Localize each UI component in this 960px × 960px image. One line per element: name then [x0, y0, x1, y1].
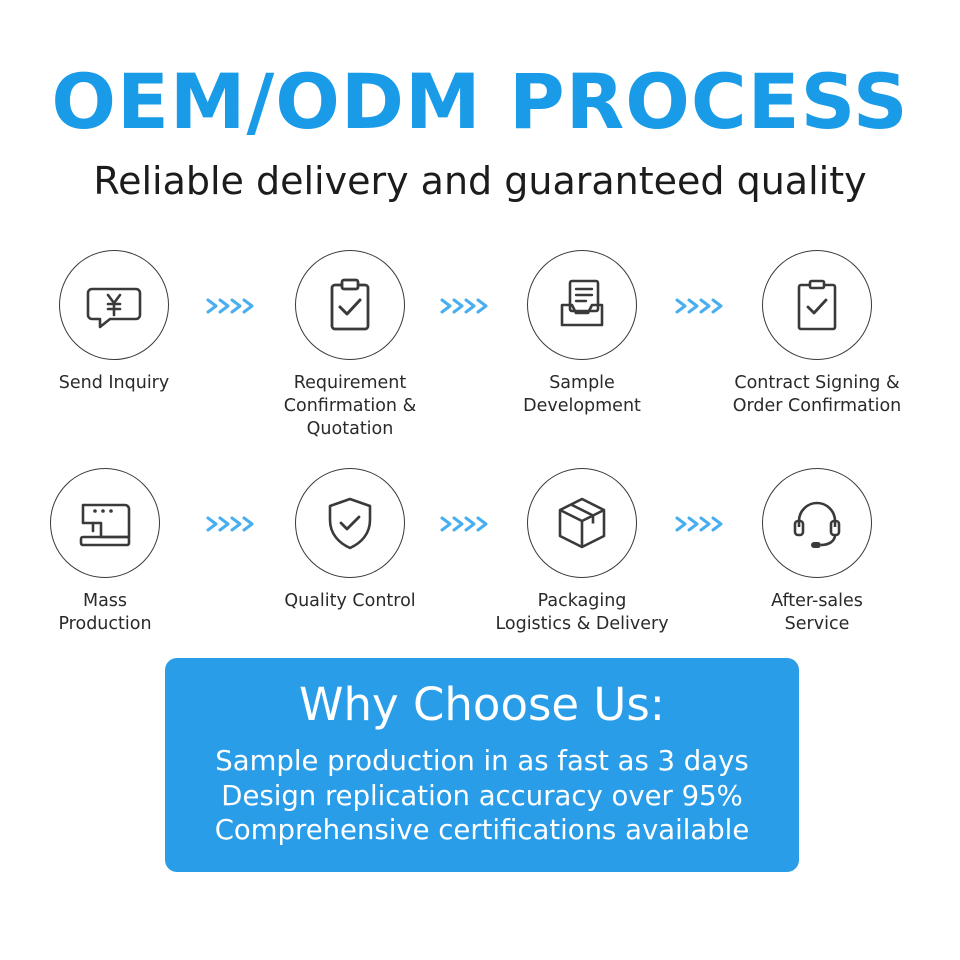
step-6-circle [295, 468, 405, 578]
arrow-6-7-icon [440, 516, 488, 532]
why-line-3: Comprehensive certifications available [214, 814, 750, 846]
step-7-label: Packaging Logistics & Delivery [495, 591, 669, 634]
step-1-circle [59, 250, 169, 360]
why-line-1: Sample production in as fast as 3 days [215, 745, 749, 777]
why-choose-us-title: Why Choose Us: [299, 678, 665, 731]
step-4-circle [762, 250, 872, 360]
step-3-circle [527, 250, 637, 360]
arrow-5-6-icon [206, 516, 254, 532]
package-box-icon [558, 497, 606, 549]
contract-check-icon [797, 279, 837, 331]
step-2-circle [295, 250, 405, 360]
arrow-2-3-icon [440, 298, 488, 314]
quote-chat-icon [86, 287, 142, 329]
step-1-label: Send Inquiry [58, 373, 170, 393]
headset-icon [793, 501, 841, 548]
step-8-label: After-sales Service [771, 591, 863, 634]
step-3-label: Sample Development [523, 373, 641, 416]
sewing-machine-icon [79, 503, 131, 547]
arrow-7-8-icon [675, 516, 723, 532]
step-8-circle [762, 468, 872, 578]
page-subtitle: Reliable delivery and guaranteed quality [93, 159, 867, 203]
step-2-label: Requirement Confirmation & Quotation [283, 373, 417, 439]
document-tray-icon [560, 279, 604, 327]
step-6-label: Quality Control [284, 591, 416, 611]
arrow-1-2-icon [206, 298, 254, 314]
step-4-label: Contract Signing & Order Confirmation [732, 373, 902, 416]
step-5-label: Mass Production [58, 591, 152, 634]
clipboard-check-icon [330, 278, 370, 331]
why-choose-us-panel: Why Choose Us: Sample production in as f… [165, 658, 799, 872]
page-title: OEM/ODM PROCESS [51, 57, 909, 146]
arrow-3-4-icon [675, 298, 723, 314]
step-5-circle [50, 468, 160, 578]
shield-check-icon [328, 497, 372, 550]
step-7-circle [527, 468, 637, 578]
why-line-2: Design replication accuracy over 95% [221, 780, 743, 812]
